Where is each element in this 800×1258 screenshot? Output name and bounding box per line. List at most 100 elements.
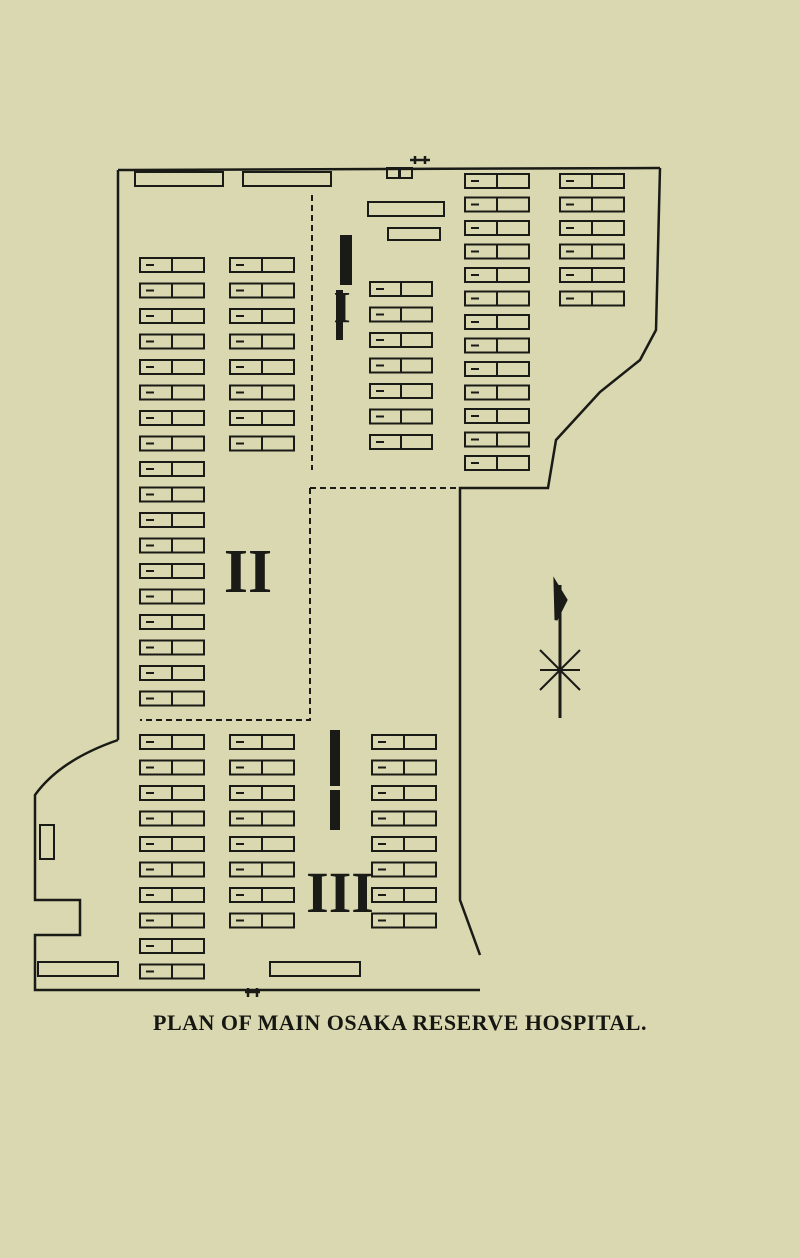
right-wall: [458, 167, 662, 956]
annex-room: [37, 961, 119, 977]
ward-col-g-1: [229, 734, 295, 750]
entrance-blocks: [37, 167, 445, 977]
ward-col-g-7: [229, 887, 295, 903]
ward-col-a-10: [139, 486, 205, 503]
ward-col-e-5: [559, 267, 625, 283]
section-label-two: II: [224, 538, 272, 606]
ward-col-a-6: [139, 384, 205, 401]
ward-col-c-6: [369, 408, 433, 425]
ward-col-a-9: [139, 461, 205, 477]
ward-col-e-3: [559, 220, 625, 236]
ward-col-g-2: [229, 759, 295, 776]
ward-col-c-7: [369, 434, 433, 450]
front-room-3: [367, 201, 445, 217]
ward-col-f-8: [139, 912, 205, 929]
ward-col-c-1: [369, 281, 433, 297]
corridor-line-3: [140, 488, 311, 721]
ward-col-d-5: [464, 267, 530, 283]
ward-col-d-9: [464, 361, 530, 377]
front-room-2: [242, 171, 332, 187]
ward-col-a-17: [139, 665, 205, 681]
ward-col-h-8: [371, 912, 437, 929]
ward-col-c-5: [369, 383, 433, 399]
front-room-4: [387, 227, 441, 241]
ward-col-d-7: [464, 314, 530, 330]
ward-col-d-13: [464, 455, 530, 471]
north-arrow: [539, 576, 581, 718]
ward-col-a-18: [139, 690, 205, 707]
north-arrow-head: [553, 576, 568, 621]
ward-col-f-1: [139, 734, 205, 750]
ward-col-a-7: [139, 410, 205, 426]
ward-col-b-2: [229, 282, 295, 299]
ward-col-a-12: [139, 537, 205, 554]
utility-bar-2: [336, 290, 343, 340]
plan-outline: [33, 156, 662, 997]
ward-col-d-6: [464, 290, 530, 307]
ward-col-g-5: [229, 836, 295, 852]
ward-col-h-4: [371, 810, 437, 827]
small-room-2: [399, 167, 413, 179]
ward-col-d-3: [464, 220, 530, 236]
ward-col-b-1: [229, 257, 295, 273]
ward-col-b-3: [229, 308, 295, 324]
ward-col-c-4: [369, 357, 433, 374]
ward-col-d-10: [464, 384, 530, 401]
top-marker: [410, 156, 430, 164]
ward-col-b-6: [229, 384, 295, 401]
ward-col-b-5: [229, 359, 295, 375]
ward-col-e-6: [559, 290, 625, 307]
ward-col-a-15: [139, 614, 205, 630]
ward-col-f-4: [139, 810, 205, 827]
ward-col-f-6: [139, 861, 205, 878]
ward-col-d-1: [464, 173, 530, 189]
plan-caption: PLAN OF MAIN OSAKA RESERVE HOSPITAL.: [153, 1010, 647, 1035]
ward-col-f-7: [139, 887, 205, 903]
ward-col-b-4: [229, 333, 295, 350]
ward-col-h-1: [371, 734, 437, 750]
utility-bars: [330, 235, 352, 830]
ward-col-d-12: [464, 431, 530, 448]
ward-col-d-4: [464, 243, 530, 260]
ward-col-d-8: [464, 337, 530, 354]
section-label-three: III: [306, 860, 374, 925]
bottom-room: [269, 961, 361, 977]
ward-col-c-2: [369, 306, 433, 323]
ward-col-f-5: [139, 836, 205, 852]
ward-col-b-7: [229, 410, 295, 426]
ward-col-a-4: [139, 333, 205, 350]
ward-blocks: [139, 173, 625, 980]
ward-col-a-2: [139, 282, 205, 299]
front-room-1: [134, 171, 224, 187]
section-label-one: I: [333, 283, 350, 332]
ward-col-h-6: [371, 861, 437, 878]
ward-col-f-10: [139, 963, 205, 980]
ward-col-b-8: [229, 435, 295, 452]
ward-col-h-7: [371, 887, 437, 903]
ward-col-e-1: [559, 173, 625, 189]
ward-col-a-1: [139, 257, 205, 273]
annex-room-2: [39, 824, 55, 860]
ward-col-f-9: [139, 938, 205, 954]
ward-col-f-2: [139, 759, 205, 776]
ward-col-d-11: [464, 408, 530, 424]
bottom-marker: [245, 988, 260, 997]
ward-col-a-16: [139, 639, 205, 656]
ward-col-g-8: [229, 912, 295, 929]
ward-col-a-11: [139, 512, 205, 528]
ward-col-d-2: [464, 196, 530, 213]
ward-col-c-3: [369, 332, 433, 348]
ward-col-a-13: [139, 563, 205, 579]
ward-col-h-3: [371, 785, 437, 801]
ward-col-a-3: [139, 308, 205, 324]
ward-col-g-4: [229, 810, 295, 827]
ward-col-g-3: [229, 785, 295, 801]
ward-col-h-2: [371, 759, 437, 776]
ward-col-g-6: [229, 861, 295, 878]
ward-col-e-4: [559, 243, 625, 260]
utility-bar-1: [340, 235, 352, 285]
west-annex-wall: [33, 738, 480, 992]
utility-bar-4: [330, 790, 340, 830]
ward-col-h-5: [371, 836, 437, 852]
